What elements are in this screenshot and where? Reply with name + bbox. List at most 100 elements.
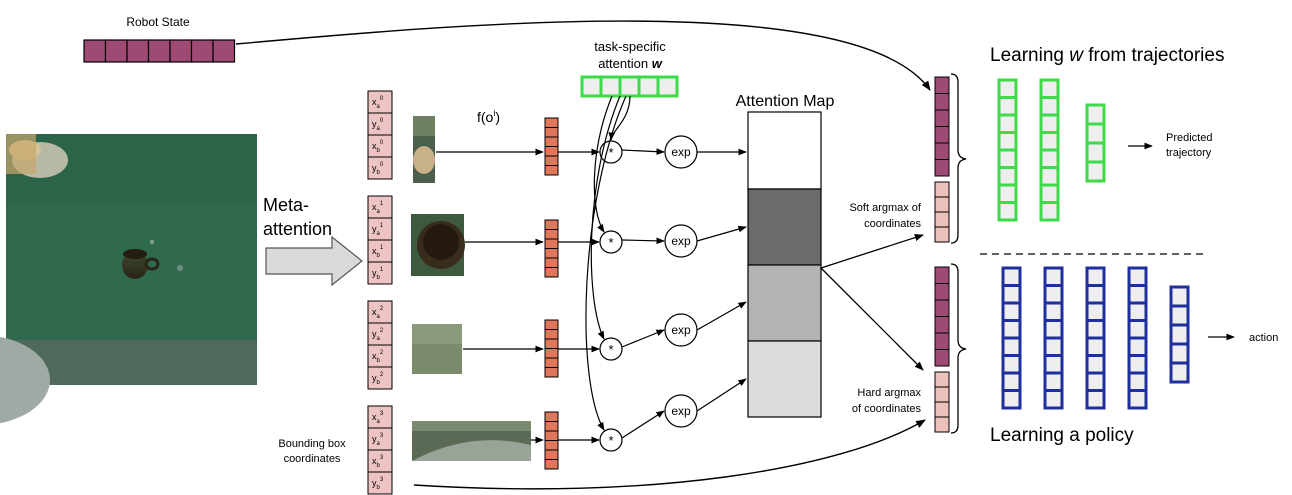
stack-cell	[1085, 160, 1106, 183]
crop-image-2	[412, 324, 462, 374]
stack-cell	[1085, 336, 1106, 357]
bbox-coordinate: xb1	[372, 245, 384, 259]
stack-cell	[1127, 354, 1148, 375]
stack-cell	[1085, 122, 1106, 145]
stack-cell	[1039, 113, 1060, 134]
robot-state-cell	[147, 39, 171, 63]
stack-cell	[997, 183, 1018, 204]
trajectory-layer	[997, 78, 1018, 222]
feature-cell	[544, 421, 559, 432]
stack-cell	[934, 299, 950, 317]
crop-image-0	[413, 116, 435, 183]
stack-cell	[1043, 266, 1064, 287]
stack-cell	[1039, 131, 1060, 152]
robot-state-cell	[83, 39, 107, 63]
bbox-coordinate: ya0	[372, 118, 384, 132]
stack-cell	[1001, 319, 1022, 340]
policy-layer	[1001, 266, 1022, 410]
multiply-symbol: *	[608, 145, 613, 160]
policy-layer	[1085, 266, 1106, 410]
bbox-coordinate: xb0	[372, 140, 384, 154]
stack-cell	[997, 113, 1018, 134]
stack-cell	[1127, 371, 1148, 392]
attention-map	[747, 111, 822, 418]
stack-cell	[1001, 336, 1022, 357]
stack-cell	[1169, 361, 1190, 384]
attention-weight-curve	[585, 95, 627, 431]
stack-cell	[997, 166, 1018, 187]
robot-state-cell	[169, 39, 193, 63]
stack-cell	[1039, 96, 1060, 117]
scene-image	[0, 134, 257, 424]
feature-cell	[544, 117, 559, 128]
stack-cell	[934, 371, 950, 388]
stack-cell	[1001, 284, 1022, 305]
feature-cell	[544, 449, 559, 460]
exp-label: exp	[671, 234, 691, 248]
bbox-coordinate: xa3	[372, 411, 384, 425]
exp-to-map-arrow	[696, 378, 747, 412]
stack-cell	[934, 416, 950, 433]
bbox-coordinate: ya2	[372, 328, 384, 342]
stack-cell	[1127, 389, 1148, 410]
stack-cell	[1043, 389, 1064, 410]
feature-cell	[544, 257, 559, 268]
bbox-coordinate: xb2	[372, 350, 384, 364]
stack-cell	[1043, 336, 1064, 357]
bbox-label-2: coordinates	[284, 453, 341, 465]
bbox-cell	[367, 471, 393, 495]
bbox-coordinate: xa1	[372, 201, 384, 215]
hard-argmax-label-1: Hard argmax	[857, 387, 921, 399]
stack-cell	[1001, 266, 1022, 287]
attention-map-cell	[747, 188, 822, 266]
feature-cell	[544, 248, 559, 259]
attention-weight-curve	[590, 95, 621, 340]
policy-brace	[950, 263, 967, 434]
stack-cell	[1169, 323, 1190, 346]
robot-state-vector	[83, 39, 236, 63]
robot-state-cell	[212, 39, 236, 63]
stack-cell	[1085, 284, 1106, 305]
stack-cell	[1001, 301, 1022, 322]
policy-input-state	[934, 266, 950, 367]
feature-cell	[544, 238, 559, 249]
robot-state-cell	[104, 39, 128, 63]
meta-attention-label-2: attention	[263, 219, 332, 239]
trajectory-input-state	[934, 76, 950, 177]
task-attention-label-1: task-specific	[594, 39, 666, 54]
stack-cell	[934, 76, 950, 94]
multiply-node	[599, 230, 623, 254]
bbox-label-1: Bounding box	[278, 438, 346, 450]
stack-cell	[1039, 78, 1060, 99]
stack-cell	[934, 401, 950, 418]
feature-cell	[544, 155, 559, 166]
stack-cell	[1039, 183, 1060, 204]
hard-argmax-label-2: of coordinates	[852, 403, 922, 415]
stack-cell	[1001, 371, 1022, 392]
feature-cell	[544, 338, 559, 349]
task-attention-cell	[656, 75, 679, 98]
stack-cell	[1043, 371, 1064, 392]
feature-cell	[544, 329, 559, 340]
stack-cell	[997, 131, 1018, 152]
stack-cell	[934, 283, 950, 301]
stack-cell	[1043, 319, 1064, 340]
soft-argmax-label-1: Soft argmax of	[849, 202, 921, 214]
learning-policy-title: Learning a policy	[990, 425, 1134, 446]
stack-cell	[1169, 285, 1190, 308]
bbox-coordinate: yb2	[372, 372, 384, 386]
feature-cell	[544, 440, 559, 451]
bbox-coordinate: ya1	[372, 223, 384, 237]
feature-cell	[544, 146, 559, 157]
policy-output-layer	[1169, 285, 1190, 384]
feature-cell	[544, 229, 559, 240]
stack-cell	[1127, 266, 1148, 287]
multiply-node	[599, 428, 623, 452]
trajectory-layer	[1039, 78, 1060, 222]
robot-state-cell	[190, 39, 214, 63]
attention-weight-curve	[593, 95, 613, 233]
policy-layer	[1127, 266, 1148, 410]
